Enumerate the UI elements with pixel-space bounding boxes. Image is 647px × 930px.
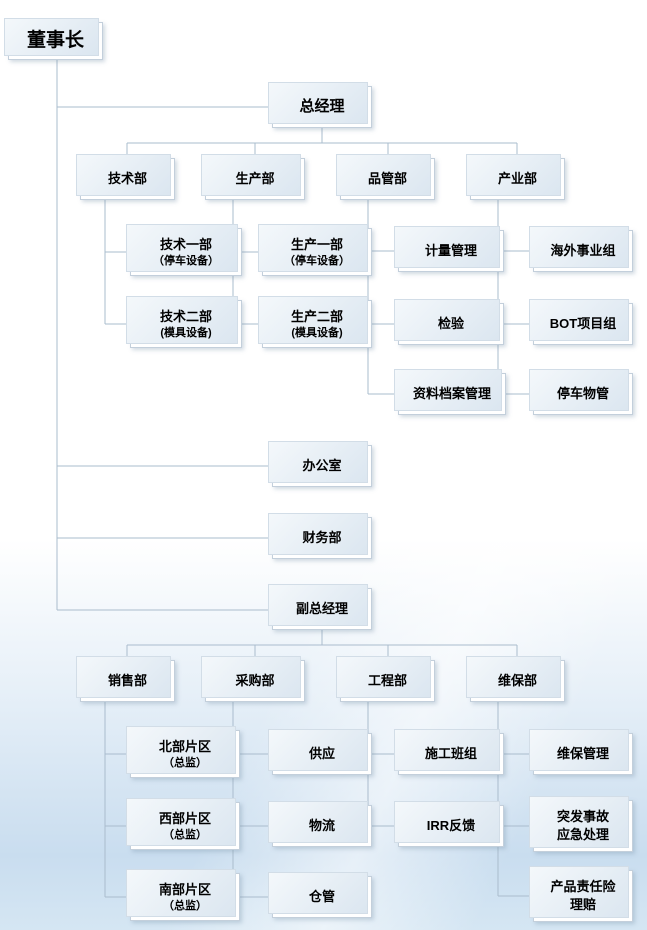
- org-node-chairman: 董事长: [4, 18, 103, 60]
- org-node-deputy-gm: 副总经理: [268, 584, 372, 630]
- org-node-general-manager: 总经理: [268, 82, 372, 128]
- node-label: 生产一部: [290, 237, 343, 253]
- org-node-bot-project-group: BOT项目组: [529, 299, 633, 345]
- node-label: 计量管理: [424, 243, 477, 259]
- node-label: 董事长: [26, 30, 84, 52]
- node-label: 财务部: [302, 530, 342, 546]
- org-node-emergency-response: 突发事故 应急处理: [529, 796, 633, 852]
- org-node-product-liability-claims: 产品责任险 理赔: [529, 866, 633, 922]
- org-node-tech-dept: 技术部: [76, 154, 175, 200]
- node-label: 维保管理: [556, 746, 609, 762]
- node-label: 技术一部: [159, 237, 212, 253]
- node-label: 物流: [308, 818, 335, 834]
- node-sublabel: (模具设备): [291, 326, 343, 339]
- node-sublabel: （总监）: [163, 899, 207, 912]
- org-node-office: 办公室: [268, 441, 372, 487]
- node-label: 总经理: [299, 97, 345, 115]
- org-node-engineering-dept: 工程部: [336, 656, 435, 702]
- node-label: 采购部: [235, 673, 275, 689]
- org-node-irr-feedback: IRR反馈: [394, 801, 504, 847]
- org-node-finance-dept: 财务部: [268, 513, 372, 559]
- node-label: 产业部: [497, 171, 537, 187]
- org-node-archives: 资料档案管理: [394, 369, 506, 415]
- node-label: 北部片区: [158, 739, 211, 755]
- org-node-supply: 供应: [268, 729, 372, 775]
- node-label: 停车物管: [556, 386, 609, 402]
- node-label: 技术部: [107, 171, 147, 187]
- org-node-tech-section1: 技术一部 （停车设备）: [126, 224, 242, 276]
- node-sublabel: （停车设备）: [153, 254, 219, 267]
- node-label: 检验: [437, 316, 464, 332]
- org-node-production-section2: 生产二部 (模具设备): [258, 296, 372, 348]
- org-node-tech-section2: 技术二部 (模具设备): [126, 296, 242, 348]
- node-label: 南部片区: [158, 882, 211, 898]
- node-label: 施工班组: [424, 746, 477, 762]
- node-label: 资料档案管理: [412, 386, 491, 402]
- org-node-production-dept: 生产部: [201, 154, 305, 200]
- node-label: BOT项目组: [549, 316, 617, 332]
- node-sublabel: (模具设备): [160, 326, 212, 339]
- node-label: 副总经理: [295, 601, 348, 617]
- node-label: 品管部: [367, 171, 407, 187]
- node-label: 生产二部: [290, 309, 343, 325]
- node-sublabel: （总监）: [163, 828, 207, 841]
- node-label: 办公室: [302, 458, 342, 474]
- org-node-construction-team: 施工班组: [394, 729, 504, 775]
- org-node-sales-dept: 销售部: [76, 656, 175, 702]
- node-label: 生产部: [235, 171, 275, 187]
- org-node-west-region: 西部片区 （总监）: [126, 798, 240, 850]
- org-node-warehouse: 仓管: [268, 872, 372, 918]
- org-node-maintenance-management: 维保管理: [529, 729, 633, 775]
- node-label: 西部片区: [158, 811, 211, 827]
- node-label: 仓管: [308, 889, 335, 905]
- org-node-overseas-group: 海外事业组: [529, 226, 633, 272]
- org-node-north-region: 北部片区 （总监）: [126, 726, 240, 778]
- org-node-metrology: 计量管理: [394, 226, 504, 272]
- org-node-quality-dept: 品管部: [336, 154, 435, 200]
- node-label: 技术二部: [159, 309, 212, 325]
- node-label: 海外事业组: [550, 243, 616, 259]
- org-node-inspection: 检验: [394, 299, 504, 345]
- org-node-industry-dept: 产业部: [466, 154, 565, 200]
- node-label: 产品责任险 理赔: [550, 879, 616, 912]
- node-sublabel: （总监）: [163, 756, 207, 769]
- org-node-logistics: 物流: [268, 801, 372, 847]
- node-label: 工程部: [367, 673, 407, 689]
- node-label: 销售部: [107, 673, 147, 689]
- node-label: 供应: [308, 746, 335, 762]
- node-sublabel: （停车设备）: [284, 254, 350, 267]
- node-label: IRR反馈: [426, 818, 476, 834]
- org-node-south-region: 南部片区 （总监）: [126, 869, 240, 921]
- org-node-maintenance-dept: 维保部: [466, 656, 565, 702]
- org-node-production-section1: 生产一部 （停车设备）: [258, 224, 372, 276]
- org-node-parking-management: 停车物管: [529, 369, 633, 415]
- node-label: 维保部: [497, 673, 537, 689]
- org-node-purchasing-dept: 采购部: [201, 656, 305, 702]
- node-label: 突发事故 应急处理: [556, 809, 609, 842]
